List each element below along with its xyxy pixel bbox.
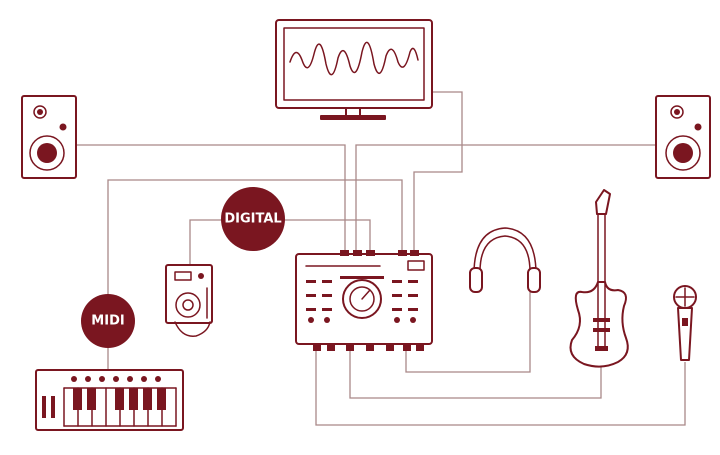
cable-speaker-right — [355, 144, 656, 256]
headphones-icon — [469, 227, 541, 293]
speaker-right-icon — [655, 95, 711, 179]
speaker-left-icon — [21, 95, 77, 179]
monitor-icon — [275, 19, 433, 120]
microphone-icon — [673, 285, 697, 361]
digital-badge: DIGITAL — [221, 187, 285, 251]
cable-headphones — [405, 285, 531, 373]
cable-guitar — [349, 344, 602, 399]
midi-badge-label: MIDI — [91, 314, 124, 329]
electric-guitar-icon — [569, 189, 629, 368]
digital-badge-label: DIGITAL — [224, 212, 281, 227]
audio-interface-icon — [295, 250, 433, 351]
cable-speaker-left — [76, 144, 346, 256]
cable-microphone — [315, 344, 686, 426]
midi-keyboard-icon — [35, 369, 184, 431]
cable-monitor — [400, 91, 463, 256]
cable-midi — [107, 179, 403, 370]
turntable-icon — [165, 264, 213, 337]
midi-badge: MIDI — [81, 294, 135, 348]
